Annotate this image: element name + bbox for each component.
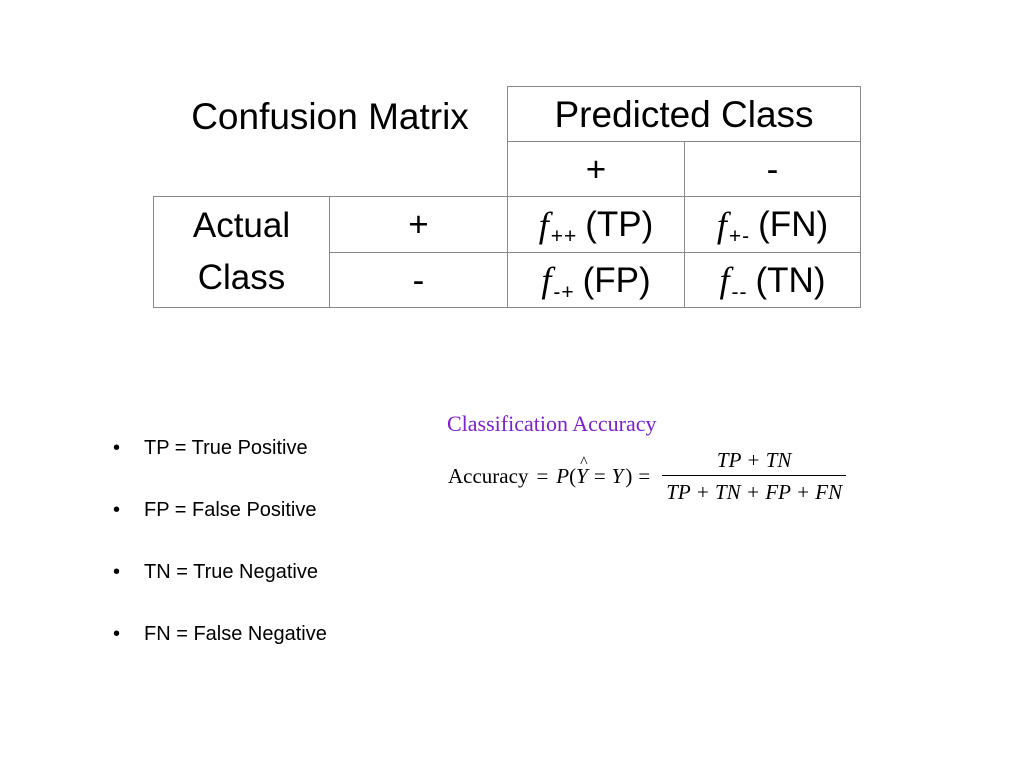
cell-label: (TP) <box>585 205 654 244</box>
list-item: • TN = True Negative <box>113 558 327 586</box>
cell-subscript: -+ <box>553 280 575 304</box>
bullet-icon: • <box>113 560 121 583</box>
list-item-text: TN = True Negative <box>144 560 318 583</box>
formula-lhs: Accuracy <box>448 464 529 488</box>
actual-line-2: Class <box>197 258 286 297</box>
fraction-numerator: TP + TN <box>716 448 792 472</box>
open-paren: ( <box>569 464 577 488</box>
probability-symbol: P <box>556 464 570 488</box>
cell-label: (FP) <box>582 260 651 300</box>
accuracy-title: Classification Accuracy <box>447 411 657 436</box>
actual-minus-header: - <box>329 252 508 308</box>
f-symbol: f <box>538 204 549 245</box>
cell-tn: f -- (TN) <box>684 252 861 308</box>
list-item-text: FP = False Positive <box>144 498 317 521</box>
y-hat-symbol: Y <box>576 454 588 489</box>
close-paren: ) <box>625 464 633 488</box>
equals-sign: = <box>638 464 651 488</box>
predicted-plus-header: + <box>507 141 685 197</box>
list-item: • TP = True Positive <box>113 434 327 462</box>
y-symbol: Y <box>611 464 624 488</box>
predicted-minus-header: - <box>684 141 861 197</box>
accuracy-formula: Accuracy = P ( Y = Y ) = TP + TN TP + TN… <box>448 448 847 505</box>
cell-tp: f ++ (TP) <box>507 196 685 253</box>
f-symbol: f <box>719 260 730 300</box>
list-item-text: FN = False Negative <box>144 622 327 645</box>
abbreviation-list: • TP = True Positive • FP = False Positi… <box>113 434 327 682</box>
list-item-text: TP = True Positive <box>144 436 308 459</box>
cell-subscript: -- <box>731 280 748 304</box>
f-symbol: f <box>541 260 552 300</box>
accuracy-fraction: TP + TN TP + TN + FP + FN <box>662 448 847 505</box>
actual-class-header: Actual Class <box>153 196 330 308</box>
confusion-matrix: Confusion Matrix Predicted Class + - Act… <box>153 86 861 308</box>
cell-subscript: +- <box>728 225 751 248</box>
actual-line-1: Actual <box>192 205 291 245</box>
cell-label: (FN) <box>758 205 829 244</box>
cell-subscript: ++ <box>550 225 578 248</box>
bullet-icon: • <box>113 436 121 459</box>
list-item: • FN = False Negative <box>113 620 327 648</box>
actual-plus-header: + <box>329 196 508 253</box>
cell-label: (TN) <box>755 260 826 300</box>
bullet-icon: • <box>113 498 121 521</box>
fraction-denominator: TP + TN + FP + FN <box>662 475 847 505</box>
equals-sign: = <box>593 464 606 488</box>
matrix-title: Confusion Matrix <box>191 96 469 137</box>
equals-sign: = <box>536 464 549 488</box>
bullet-icon: • <box>113 622 121 645</box>
cell-fp: f -+ (FP) <box>507 252 685 308</box>
cell-fn: f +- (FN) <box>684 196 861 253</box>
f-symbol: f <box>716 204 727 245</box>
list-item: • FP = False Positive <box>113 496 327 524</box>
predicted-class-header: Predicted Class <box>507 86 861 142</box>
